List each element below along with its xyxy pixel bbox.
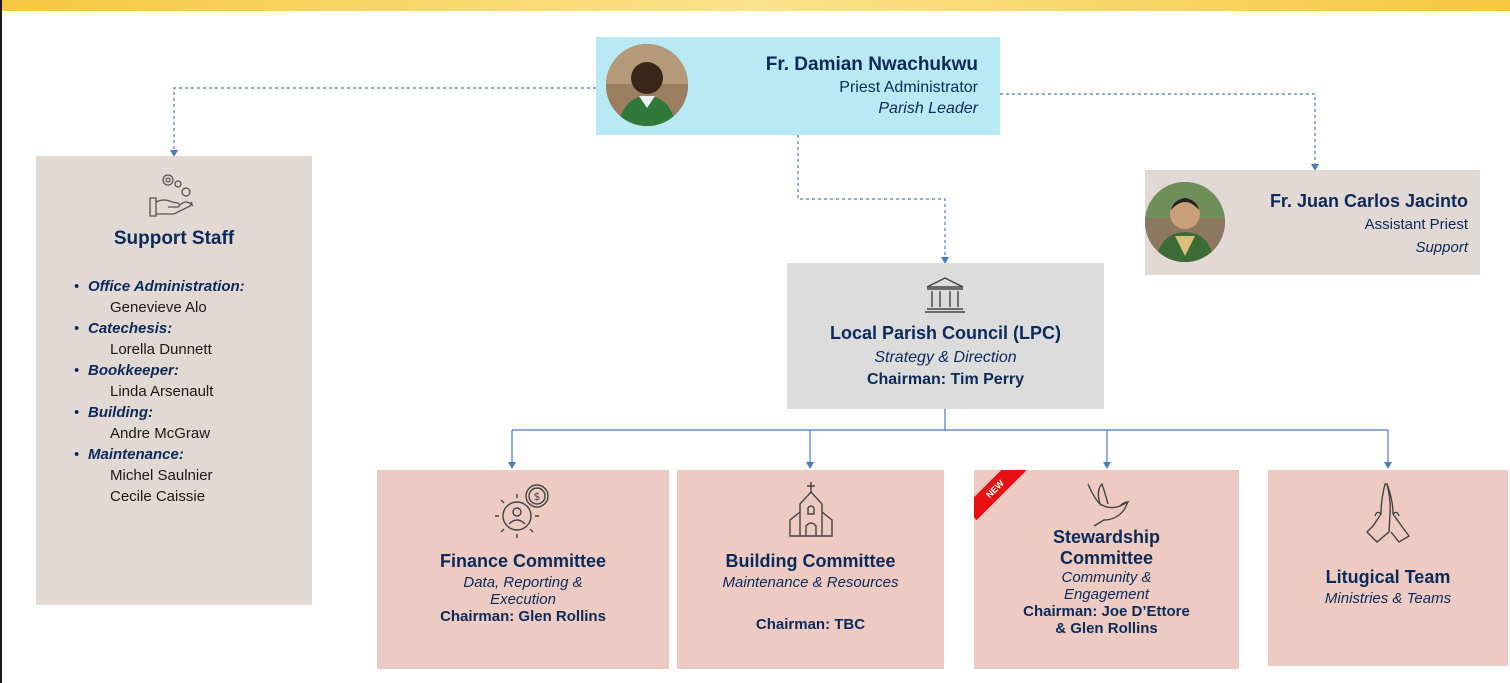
- council-chair: Chairman: Tim Perry: [866, 371, 1025, 388]
- assistant-subrole: Support: [1415, 239, 1468, 256]
- hand-gears-icon: [146, 170, 198, 225]
- building-title: Building Committee: [725, 551, 896, 571]
- connector-lpc-committees: [511, 409, 1389, 462]
- stewardship-subtitle-2: Engagement: [1063, 586, 1150, 603]
- connector-leader-assistant: [1000, 93, 1316, 164]
- finance-committee-card: $ Finance Committee Data, Reporting & Ex…: [377, 470, 669, 669]
- assistant-role: Assistant Priest: [1364, 216, 1468, 233]
- stewardship-chair-2: & Glen Rollins: [1055, 620, 1158, 637]
- gear-dollar-icon: $: [491, 480, 555, 545]
- liturgical-team-card: Litugical Team Ministries & Teams: [1268, 470, 1508, 666]
- liturgical-title: Litugical Team: [1325, 567, 1451, 587]
- leader-card: Fr. Damian Nwachukwu Priest Administrato…: [596, 37, 1000, 135]
- assistant-photo: [1145, 182, 1225, 262]
- leader-role: Priest Administrator: [839, 79, 978, 96]
- list-item: •Bookkeeper:Linda Arsenault: [74, 362, 214, 400]
- building-committee-card: Building Committee Maintenance & Resourc…: [677, 470, 944, 669]
- support-staff-title: Support Staff: [113, 228, 235, 249]
- building-subtitle: Maintenance & Resources: [722, 574, 899, 591]
- list-item: •Catechesis:Lorella Dunnett: [74, 320, 212, 358]
- finance-chair: Chairman: Glen Rollins: [440, 608, 606, 625]
- council-subtitle: Strategy & Direction: [874, 349, 1017, 366]
- svg-text:$: $: [534, 490, 541, 503]
- left-border: [0, 0, 2, 683]
- support-staff-list: •Office Administration:Genevieve Alo •Ca…: [74, 276, 314, 507]
- stewardship-title-1: Stewardship: [1052, 527, 1161, 547]
- dove-icon: [1080, 480, 1134, 533]
- praying-hands-icon: [1363, 480, 1413, 549]
- finance-title: Finance Committee: [439, 551, 607, 571]
- assistant-name: Fr. Juan Carlos Jacinto: [1269, 191, 1468, 211]
- stewardship-committee-card: NEW Stewardship Committee Community & En…: [974, 470, 1239, 669]
- institution-building-icon: [923, 275, 967, 320]
- stewardship-title-2: Committee: [1059, 548, 1153, 568]
- new-badge: NEW: [974, 470, 1026, 522]
- connector-leader-support: [173, 87, 596, 150]
- building-chair: Chairman: TBC: [755, 616, 866, 633]
- stewardship-subtitle-1: Community &: [1061, 569, 1152, 586]
- finance-subtitle-1: Data, Reporting &: [463, 574, 583, 591]
- council-title: Local Parish Council (LPC): [829, 323, 1062, 343]
- leader-name: Fr. Damian Nwachukwu: [765, 54, 978, 75]
- connector-leader-lpc: [797, 135, 946, 257]
- stewardship-chair-1: Chairman: Joe D’Ettore: [1023, 603, 1190, 620]
- assistant-card: Fr. Juan Carlos Jacinto Assistant Priest…: [1145, 170, 1480, 275]
- leader-subrole: Parish Leader: [878, 100, 978, 117]
- support-staff-card: Support Staff •Office Administration:Gen…: [36, 156, 312, 605]
- church-icon: [786, 480, 836, 545]
- leader-photo: [606, 44, 688, 126]
- top-accent-bar: [0, 0, 1510, 11]
- parish-council-card: Local Parish Council (LPC) Strategy & Di…: [787, 263, 1104, 409]
- liturgical-subtitle: Ministries & Teams: [1324, 590, 1452, 607]
- finance-subtitle-2: Execution: [490, 591, 556, 608]
- list-item: •Office Administration:Genevieve Alo: [74, 278, 245, 316]
- list-item: •Building:Andre McGraw: [74, 404, 211, 442]
